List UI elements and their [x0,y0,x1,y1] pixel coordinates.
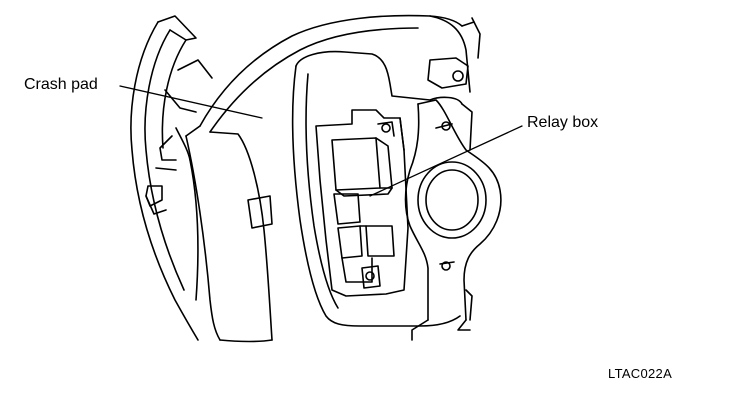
housing [293,16,480,326]
left-trim-panel [131,16,212,340]
relay-box-label: Relay box [527,114,599,131]
figure-code: LTAC022A [608,366,673,381]
relay-box [316,110,408,296]
crash-pad-leader [120,86,262,118]
bracket [406,100,501,340]
crash-pad-outline [186,16,462,342]
crash-pad-label: Crash pad [24,76,98,93]
relay-box-leader [370,126,522,196]
